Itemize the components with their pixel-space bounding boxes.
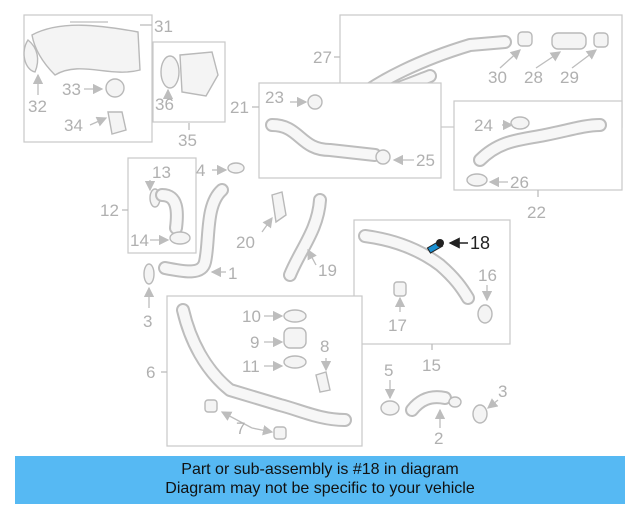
callout-13: 13 — [152, 163, 171, 182]
info-banner: Part or sub-assembly is #18 in diagram D… — [15, 456, 625, 504]
intake-pipe-part — [31, 24, 141, 76]
callout-32: 32 — [28, 97, 47, 116]
seal-3-right-part — [472, 404, 488, 424]
clamp-30-part — [517, 31, 533, 47]
oring-part — [105, 78, 125, 98]
callout-20: 20 — [236, 233, 255, 252]
hose-28-part — [551, 32, 587, 50]
clamp-11-part — [283, 355, 307, 369]
callout-27: 27 — [313, 48, 332, 67]
seal-3-part — [143, 263, 155, 285]
clamp-10-part — [283, 309, 307, 323]
clamp-14-part — [169, 231, 191, 245]
callout-26: 26 — [510, 173, 529, 192]
callout-15: 15 — [422, 356, 441, 375]
callout-3-right: 3 — [498, 382, 507, 401]
seal-ring-part — [23, 38, 39, 73]
group-box-12: 12 13 14 — [100, 157, 197, 254]
callout-19: 19 — [318, 261, 337, 280]
callout-9: 9 — [250, 333, 259, 352]
banner-line-1: Part or sub-assembly is #18 in diagram — [181, 461, 459, 478]
callout-12: 12 — [100, 201, 119, 220]
callout-7: 7 — [236, 419, 245, 438]
callout-23: 23 — [265, 88, 284, 107]
callout-33: 33 — [62, 80, 81, 99]
group-lower-right: 5 2 3 — [380, 361, 507, 448]
connector-part — [107, 111, 127, 135]
callout-18: 18 — [470, 233, 490, 253]
callout-3-left: 3 — [143, 312, 152, 331]
callout-24: 24 — [474, 116, 493, 135]
group-box-21: 21 23 25 — [230, 82, 442, 179]
hose-9-part — [283, 327, 307, 349]
callout-17: 17 — [388, 316, 407, 335]
clamp-24-part — [510, 116, 530, 130]
group-box-6: 6 10 9 11 8 7 — [146, 295, 363, 447]
callout-5: 5 — [384, 361, 393, 380]
callout-22: 22 — [527, 203, 546, 222]
group-hose-1: 4 1 3 — [143, 161, 245, 331]
clamp-4-part — [227, 162, 245, 174]
clamp-23-part — [307, 94, 323, 110]
group-parts-19-20: 20 19 — [236, 191, 337, 282]
grommet-7b-part — [273, 426, 287, 440]
banner-line-2: Diagram may not be specific to your vehi… — [165, 480, 475, 497]
callout-35: 35 — [178, 131, 197, 150]
clamp-5-part — [380, 400, 400, 416]
callout-1: 1 — [228, 264, 237, 283]
clamp-26-part — [466, 173, 488, 187]
bolt-18-highlighted[interactable] — [426, 239, 444, 254]
callout-2: 2 — [434, 429, 443, 448]
gasket-part — [160, 55, 180, 89]
clamp-29-part — [593, 32, 609, 48]
callout-8: 8 — [320, 337, 329, 356]
callout-31: 31 — [154, 17, 173, 36]
callout-4: 4 — [196, 161, 205, 180]
callout-6: 6 — [146, 363, 155, 382]
callout-21: 21 — [230, 98, 249, 117]
callout-30: 30 — [488, 68, 507, 87]
group-box-31: 31 32 33 34 — [23, 14, 173, 143]
grommet-17-part — [393, 281, 407, 297]
callout-34: 34 — [64, 116, 83, 135]
oring-16-part — [477, 304, 493, 324]
group-box-15: 18 16 17 15 — [353, 219, 511, 375]
group-box-22: 24 26 22 — [453, 100, 623, 222]
grommet-7a-part — [204, 399, 218, 413]
bracket-20-part — [271, 191, 287, 224]
callout-36: 36 — [155, 95, 174, 114]
clamp-25-part — [375, 149, 391, 165]
callout-14: 14 — [130, 231, 149, 250]
bolt-8-part — [315, 371, 331, 393]
callout-10: 10 — [242, 307, 261, 326]
callout-25: 25 — [416, 151, 435, 170]
callout-29: 29 — [560, 68, 579, 87]
callout-28: 28 — [524, 68, 543, 87]
callout-11: 11 — [242, 357, 260, 376]
parts-diagram: 31 32 33 34 36 35 27 30 28 29 — [23, 14, 623, 448]
callout-16: 16 — [478, 266, 497, 285]
group-box-35: 36 35 — [152, 41, 226, 150]
throttle-body-part — [179, 51, 219, 97]
